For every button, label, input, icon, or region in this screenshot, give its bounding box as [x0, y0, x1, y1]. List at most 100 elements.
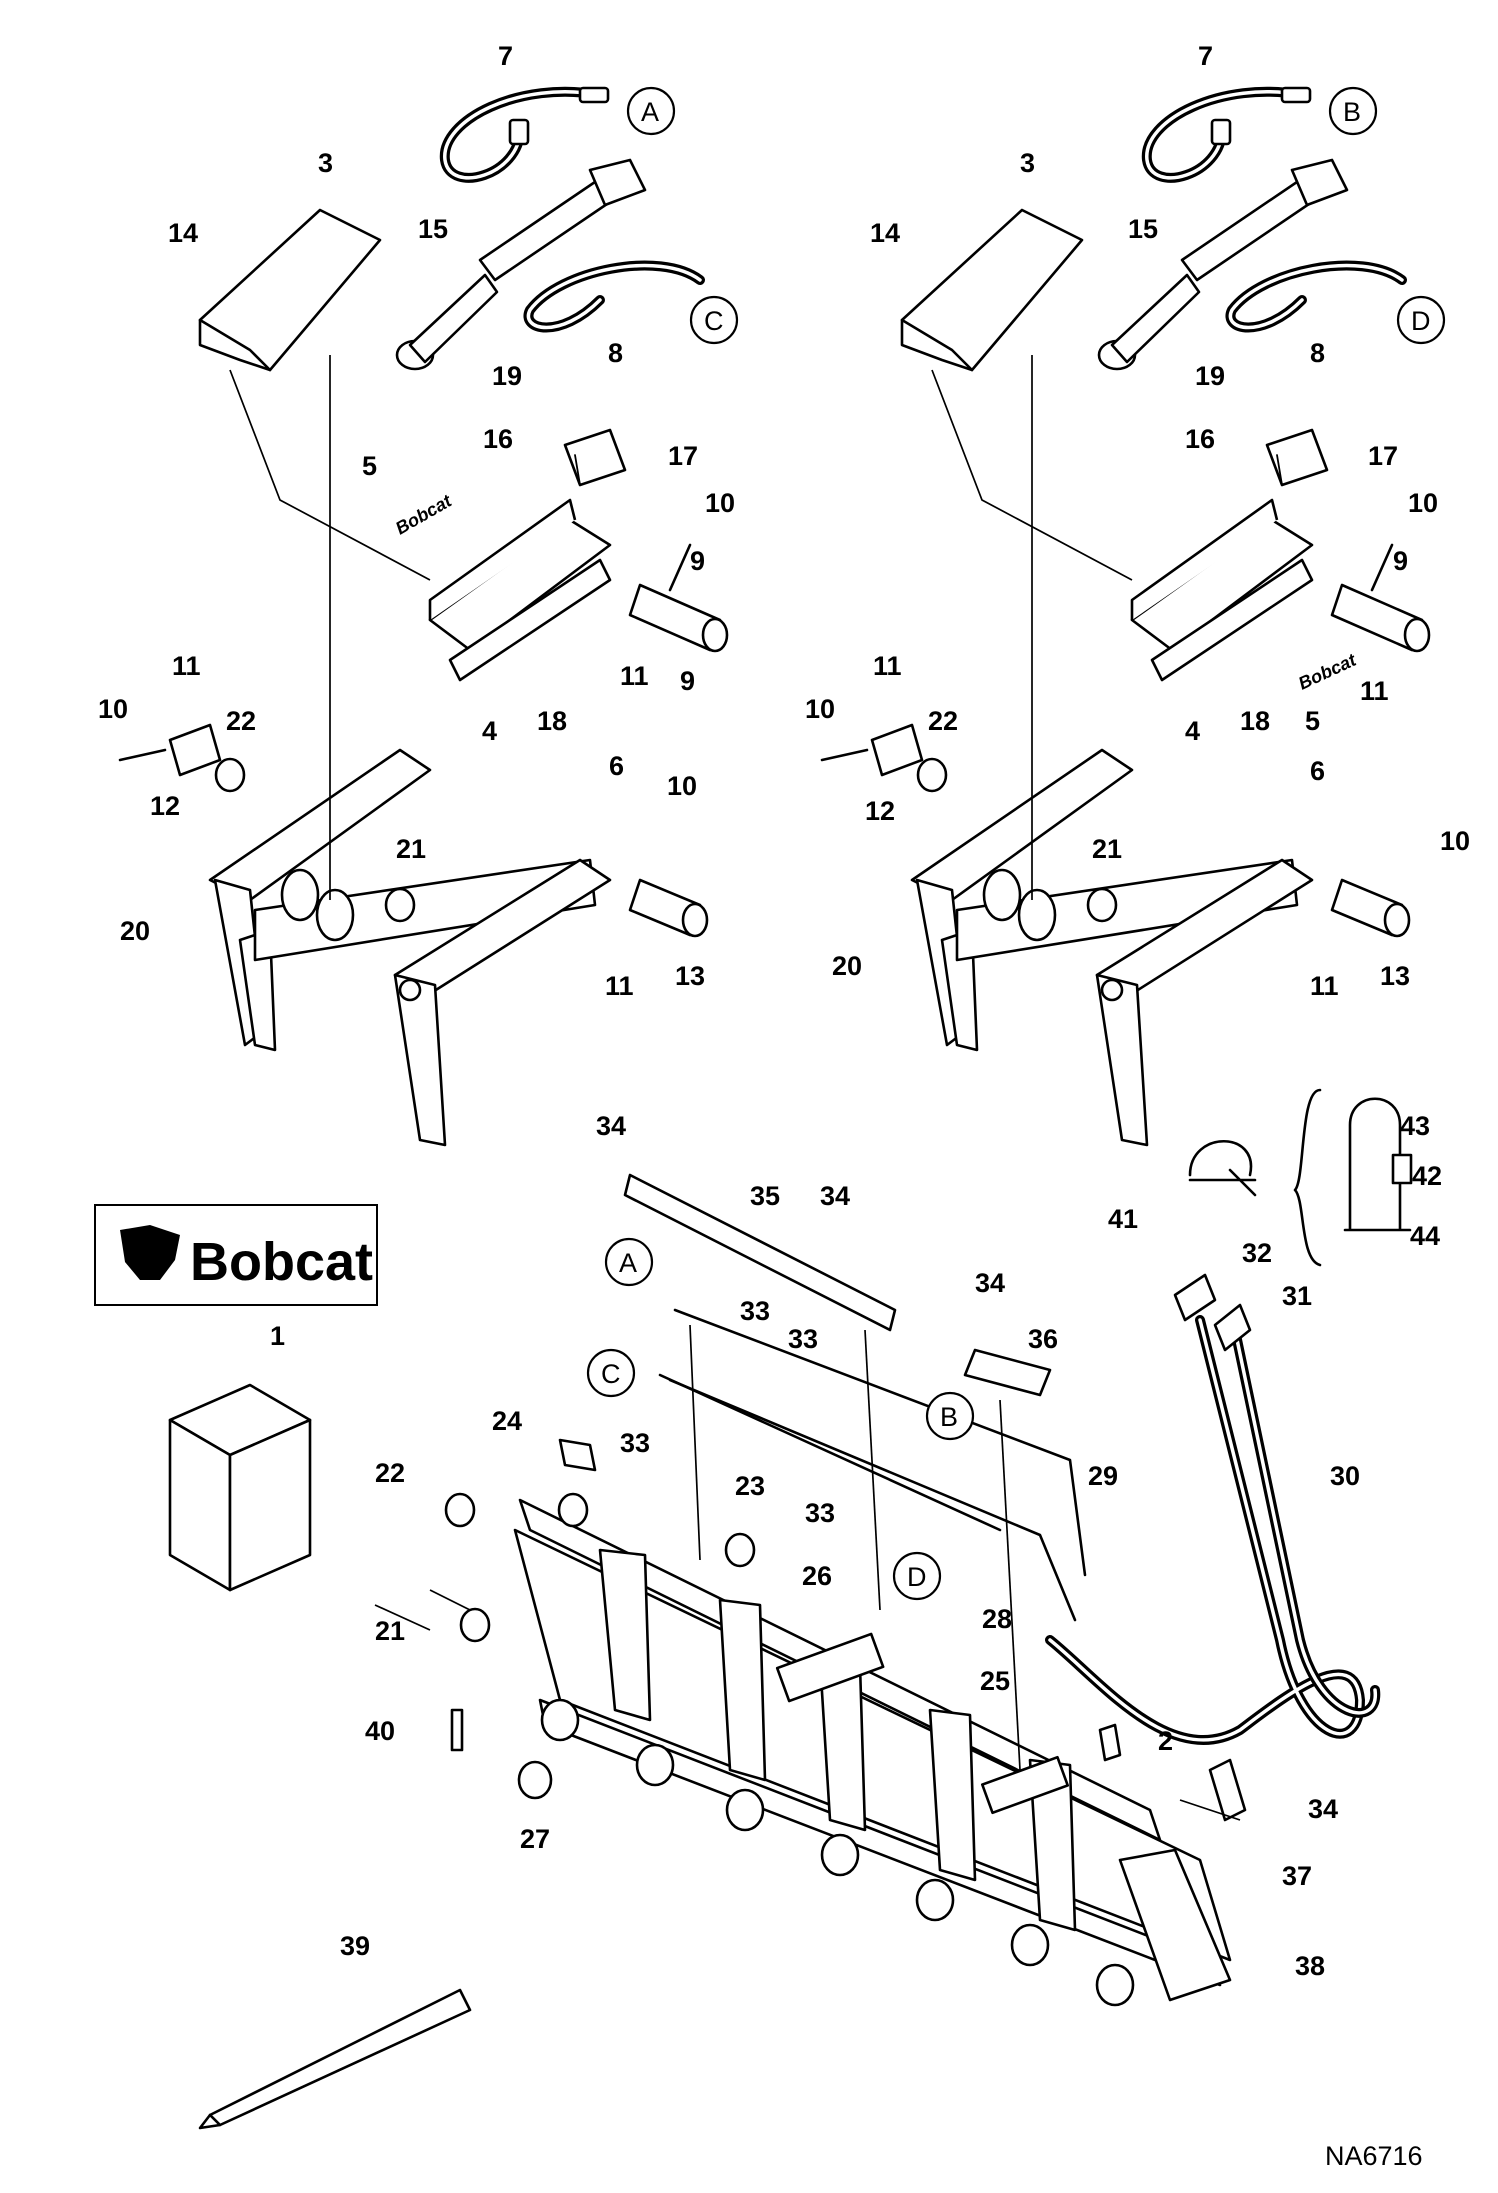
svg-text:34: 34	[1308, 1794, 1338, 1824]
svg-text:12: 12	[150, 791, 180, 821]
decal-5-right: Bobcat	[1295, 649, 1360, 693]
svg-text:10: 10	[1440, 826, 1470, 856]
svg-text:8: 8	[608, 338, 623, 368]
svg-text:Bobcat: Bobcat	[190, 1232, 373, 1292]
svg-text:22: 22	[928, 706, 958, 736]
svg-text:30: 30	[1330, 1461, 1360, 1491]
svg-text:9: 9	[690, 546, 705, 576]
svg-text:39: 39	[340, 1931, 370, 1961]
svg-text:43: 43	[1400, 1111, 1430, 1141]
svg-text:21: 21	[396, 834, 426, 864]
svg-text:20: 20	[120, 916, 150, 946]
decal-5-left: Bobcat	[392, 490, 456, 538]
svg-text:9: 9	[680, 666, 695, 696]
svg-text:10: 10	[1408, 488, 1438, 518]
svg-text:32: 32	[1242, 1238, 1272, 1268]
svg-text:C: C	[704, 306, 724, 336]
svg-text:Bobcat: Bobcat	[1295, 649, 1360, 693]
svg-text:37: 37	[1282, 1861, 1312, 1891]
svg-text:15: 15	[1128, 214, 1158, 244]
svg-text:9: 9	[1393, 546, 1408, 576]
svg-text:D: D	[907, 1562, 927, 1592]
svg-text:35: 35	[750, 1181, 780, 1211]
svg-text:18: 18	[537, 706, 567, 736]
svg-text:38: 38	[1295, 1951, 1325, 1981]
svg-text:5: 5	[362, 451, 377, 481]
svg-text:B: B	[1343, 97, 1361, 127]
svg-text:10: 10	[667, 771, 697, 801]
svg-text:Bobcat: Bobcat	[392, 490, 456, 538]
svg-text:33: 33	[805, 1498, 835, 1528]
svg-text:31: 31	[1282, 1281, 1312, 1311]
svg-text:21: 21	[375, 1616, 405, 1646]
svg-text:25: 25	[980, 1666, 1010, 1696]
svg-text:14: 14	[168, 218, 198, 248]
svg-text:23: 23	[735, 1471, 765, 1501]
svg-text:11: 11	[1310, 971, 1339, 1001]
svg-text:28: 28	[982, 1604, 1012, 1634]
svg-text:36: 36	[1028, 1324, 1058, 1354]
svg-text:A: A	[641, 97, 659, 127]
svg-text:A: A	[619, 1248, 637, 1278]
bobcat-logo: Bobcat	[94, 1204, 378, 1306]
svg-text:20: 20	[832, 951, 862, 981]
svg-text:24: 24	[492, 1406, 522, 1436]
svg-text:D: D	[1411, 306, 1431, 336]
svg-text:41: 41	[1108, 1204, 1138, 1234]
svg-text:10: 10	[705, 488, 735, 518]
svg-text:11: 11	[172, 651, 201, 681]
svg-text:15: 15	[418, 214, 448, 244]
svg-text:1: 1	[270, 1321, 285, 1351]
svg-text:21: 21	[1092, 834, 1122, 864]
svg-text:18: 18	[1240, 706, 1270, 736]
drawing-reference-code: NA6716	[1325, 2141, 1423, 2171]
svg-text:3: 3	[318, 148, 333, 178]
svg-text:14: 14	[870, 218, 900, 248]
svg-text:22: 22	[375, 1458, 405, 1488]
svg-text:3: 3	[1020, 148, 1035, 178]
svg-text:40: 40	[365, 1716, 395, 1746]
svg-text:7: 7	[498, 41, 513, 71]
callout-labels: 7 3 14 15 8 19 17 5 16 10 9 11 9 4 18 11…	[98, 41, 1470, 1981]
svg-text:13: 13	[675, 961, 705, 991]
svg-text:10: 10	[98, 694, 128, 724]
svg-text:6: 6	[1310, 756, 1325, 786]
svg-text:34: 34	[596, 1111, 626, 1141]
svg-text:19: 19	[492, 361, 522, 391]
svg-text:17: 17	[1368, 441, 1398, 471]
right-grapple-assembly: Bobcat	[820, 86, 1431, 1147]
svg-text:2: 2	[1158, 1726, 1173, 1756]
svg-text:11: 11	[620, 661, 649, 691]
svg-text:C: C	[601, 1359, 621, 1389]
svg-text:11: 11	[873, 651, 902, 681]
svg-text:16: 16	[483, 424, 513, 454]
bucket-assembly	[168, 1088, 1413, 2130]
svg-text:8: 8	[1310, 338, 1325, 368]
svg-text:16: 16	[1185, 424, 1215, 454]
svg-text:4: 4	[482, 716, 497, 746]
svg-text:33: 33	[788, 1324, 818, 1354]
svg-text:33: 33	[620, 1428, 650, 1458]
svg-text:6: 6	[609, 751, 624, 781]
svg-text:B: B	[940, 1402, 958, 1432]
svg-text:19: 19	[1195, 361, 1225, 391]
svg-text:33: 33	[740, 1296, 770, 1326]
svg-text:29: 29	[1088, 1461, 1118, 1491]
svg-text:5: 5	[1305, 706, 1320, 736]
svg-text:12: 12	[865, 796, 895, 826]
left-grapple-assembly: Bobcat	[118, 86, 729, 1147]
connection-markers: A C B D A C B D	[586, 86, 1446, 1601]
svg-text:7: 7	[1198, 41, 1213, 71]
svg-text:34: 34	[975, 1268, 1005, 1298]
svg-text:11: 11	[1360, 676, 1389, 706]
svg-text:11: 11	[605, 971, 634, 1001]
svg-text:42: 42	[1412, 1161, 1442, 1191]
svg-text:22: 22	[226, 706, 256, 736]
svg-text:10: 10	[805, 694, 835, 724]
svg-text:34: 34	[820, 1181, 850, 1211]
svg-text:13: 13	[1380, 961, 1410, 991]
svg-text:4: 4	[1185, 716, 1200, 746]
svg-text:17: 17	[668, 441, 698, 471]
